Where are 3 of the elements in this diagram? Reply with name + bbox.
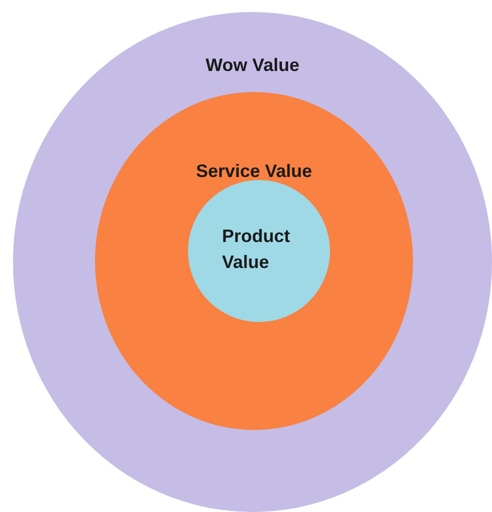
circle-label: Wow Value (206, 55, 300, 75)
circle-label: Service Value (196, 161, 312, 181)
circle-label: Product Value (222, 226, 290, 272)
